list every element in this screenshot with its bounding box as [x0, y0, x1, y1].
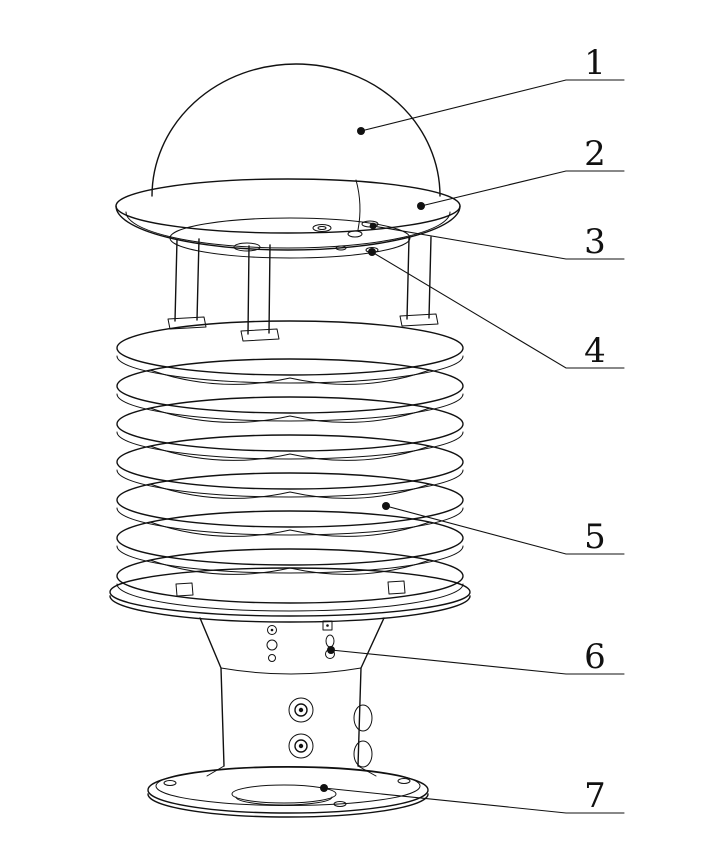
connector-lower-outer [288, 733, 314, 759]
base-flare-left [206, 765, 225, 777]
body-seam [220, 667, 362, 675]
callout-4-leader [371, 251, 625, 369]
callout-6: 6 [327, 637, 625, 677]
callout-7-leader [323, 787, 625, 814]
callout-4: 4 [368, 248, 625, 371]
bottom-flange-rim [109, 567, 471, 617]
louver-plate [116, 320, 464, 376]
deck-screw-inner [317, 226, 327, 230]
louver-plate-edge [116, 545, 464, 574]
deck-center-hole [233, 242, 261, 252]
callout-2-leader [420, 170, 625, 207]
connector-upper-inner [294, 703, 308, 717]
connector-lower-pin [298, 743, 304, 749]
louver-plate [116, 434, 464, 490]
body-screw [267, 625, 277, 635]
base-mount-hole [163, 780, 177, 786]
louver-plate [116, 472, 464, 528]
dome [151, 63, 441, 231]
callout-5-leader [385, 505, 625, 555]
base-mount-hole [397, 778, 411, 784]
deck-edge [169, 217, 411, 259]
side-port-oval [325, 634, 335, 648]
louver-inner-scallop [149, 559, 431, 575]
post-right [406, 236, 432, 320]
callout-5: 5 [382, 502, 625, 557]
callout-5-label: 5 [584, 517, 606, 557]
base-top-surface [155, 766, 421, 806]
stack-bottom-flange [109, 567, 471, 623]
louver-stack [116, 320, 464, 612]
cap-ring [115, 178, 461, 251]
callouts: 1 2 3 4 5 [320, 43, 625, 816]
callout-1: 1 [357, 43, 625, 135]
dome-outline [151, 63, 441, 197]
base-mount-hole [333, 801, 347, 807]
base-outer-rim [147, 766, 429, 814]
louver-inner-scallop [149, 369, 431, 385]
connector-upper-pin [298, 707, 304, 713]
flange-clip-left [175, 582, 194, 597]
dome-seam-line [355, 179, 361, 231]
base-flange [147, 765, 429, 818]
louver-inner-scallop [149, 407, 431, 423]
post-center-foot [240, 328, 280, 342]
callout-1-label: 1 [584, 43, 606, 83]
callout-3-leader [372, 225, 625, 260]
indicator-led-small [268, 654, 276, 662]
callout-4-label: 4 [584, 331, 606, 371]
deck-screw [312, 224, 332, 232]
cap-ring-skirt-outer [115, 205, 461, 251]
post-right-foot [399, 313, 439, 327]
bottom-flange-edge [109, 595, 471, 623]
callout-3-label: 3 [584, 222, 606, 262]
post-left [174, 238, 200, 322]
deck-screw [335, 245, 347, 251]
side-bump-lower [353, 740, 373, 768]
post-left-foot [167, 316, 207, 330]
louver-plate [116, 548, 464, 604]
louver-plate-edge [116, 355, 464, 384]
callout-7-label: 7 [584, 776, 606, 816]
louver-plate [116, 358, 464, 414]
body-square-port-center [326, 624, 329, 627]
cap-ring-rim [115, 178, 461, 234]
louver-plate [116, 396, 464, 452]
callout-6-label: 6 [584, 637, 606, 677]
callout-6-leader [330, 649, 625, 675]
body-silhouette-right [357, 617, 385, 767]
callout-2: 2 [417, 134, 625, 210]
base-center-recess [231, 784, 337, 804]
louver-inner-scallop [149, 445, 431, 461]
base-thickness-edge [147, 793, 429, 818]
louver-inner-scallop [149, 483, 431, 499]
deck-screw [347, 230, 363, 238]
callout-3: 3 [369, 222, 625, 262]
flange-clip-right [387, 580, 406, 595]
louver-plate-edge [116, 583, 464, 612]
body-silhouette-left [199, 617, 225, 767]
louver-plate-edge [116, 469, 464, 498]
body-square-port [322, 620, 333, 631]
louver-plate-edge [116, 393, 464, 422]
louver-plate [116, 510, 464, 566]
cap-ring-skirt-inner [125, 211, 451, 249]
side-bump-upper [353, 704, 373, 732]
connector-upper-outer [288, 697, 314, 723]
louver-inner-scallop [149, 521, 431, 537]
callout-2-label: 2 [584, 134, 606, 174]
post-center [247, 244, 271, 335]
body-screw-center [270, 628, 274, 632]
callout-1-leader [360, 79, 625, 132]
mounting-posts [167, 236, 439, 342]
indicator-led-large [266, 639, 278, 651]
louver-plate-edge [116, 431, 464, 460]
sensor-body [199, 617, 385, 768]
callout-7: 7 [320, 776, 625, 816]
connector-lower-inner [294, 739, 308, 753]
base-center-recess-edge [235, 796, 333, 806]
louver-plate-edge [116, 507, 464, 536]
